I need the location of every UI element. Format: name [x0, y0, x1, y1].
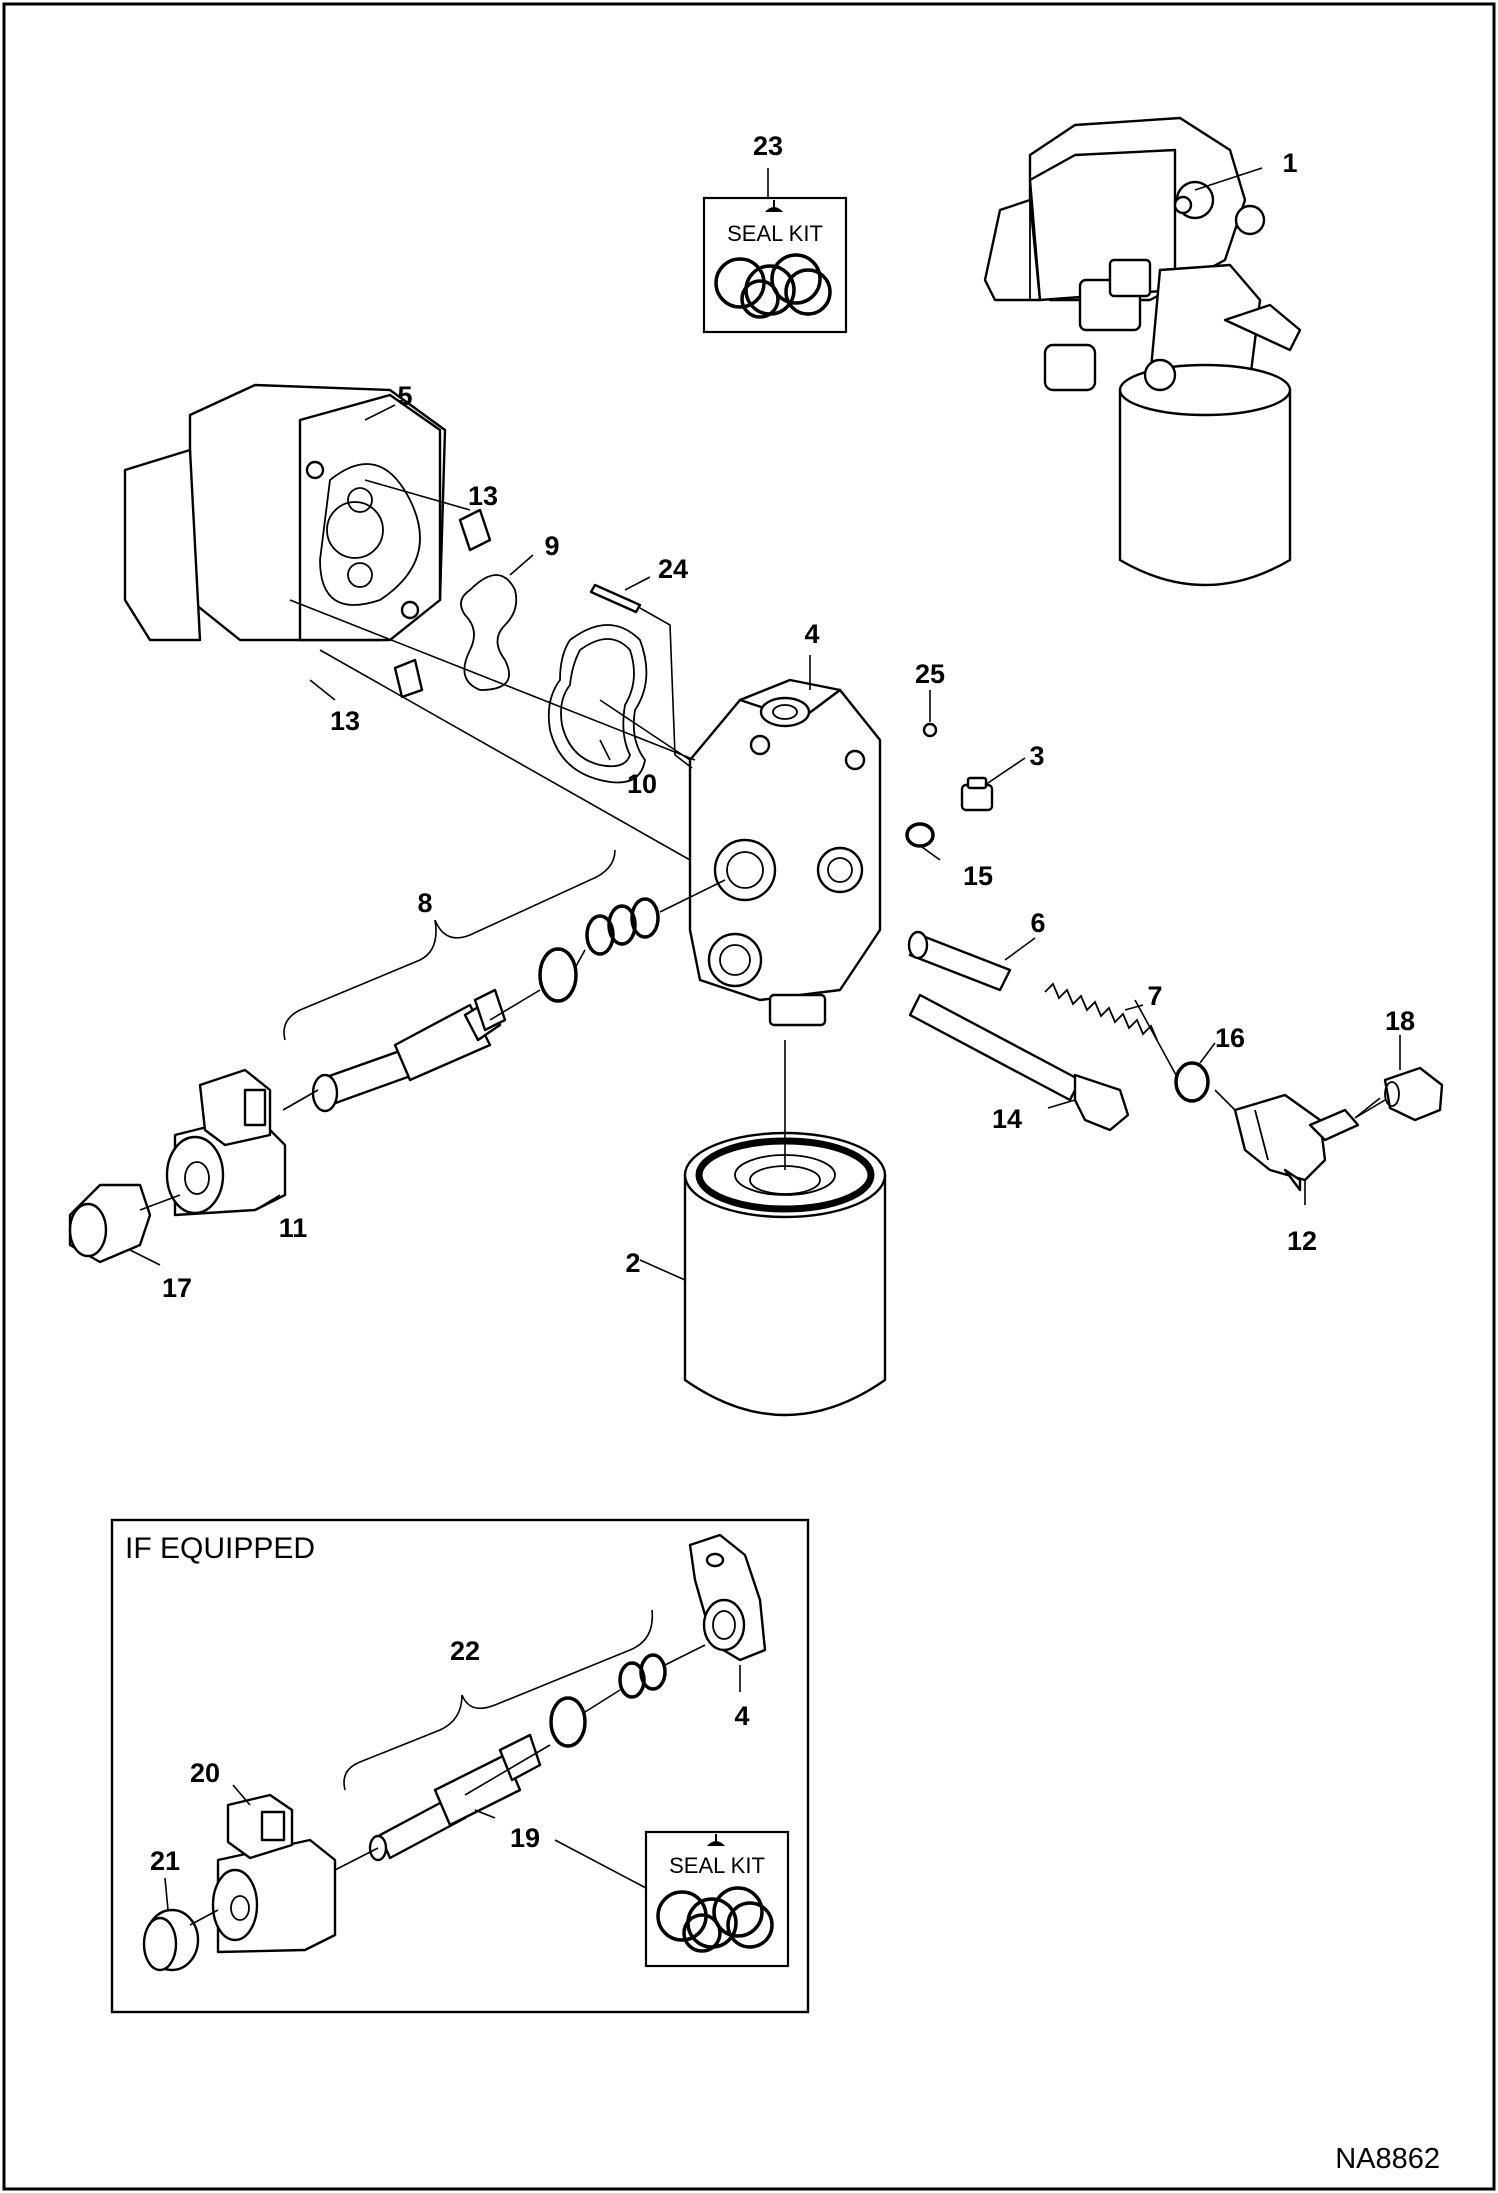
dowel-pin-13-lower	[393, 658, 424, 699]
callout-9: 9	[544, 531, 559, 561]
pump-section-5	[123, 383, 447, 642]
leader-lines	[129, 167, 1401, 1281]
gasket-10	[547, 624, 648, 784]
brace-8	[283, 849, 616, 1041]
callout-3: 3	[1029, 741, 1044, 771]
seal-kit-19: SEAL KIT	[644, 1830, 790, 1968]
nut-18	[1383, 1066, 1444, 1122]
callout-13-upper: 13	[468, 481, 498, 511]
coil-11	[165, 1068, 287, 1217]
callout-15: 15	[963, 861, 993, 891]
callout-4: 4	[804, 619, 819, 649]
valve-body-4-inset	[688, 1533, 767, 1662]
callout-16: 16	[1215, 1023, 1245, 1053]
ball-25	[922, 722, 938, 738]
knurled-nut-17	[68, 1183, 152, 1264]
cartridge-valve-8	[311, 897, 660, 1113]
spring-7	[1044, 982, 1158, 1041]
callout-19: 19	[510, 1823, 540, 1853]
figure-id: NA8862	[1335, 2143, 1440, 2175]
pin-24	[589, 583, 642, 614]
filter-2	[683, 1131, 887, 1417]
o-ring-15	[905, 822, 935, 848]
seal-kit-23: SEAL KIT	[702, 196, 848, 334]
brace-22	[343, 1609, 654, 1791]
callout-24: 24	[658, 554, 688, 584]
callout-17: 17	[162, 1273, 192, 1303]
inset-leader-lines	[164, 1644, 741, 1926]
callout-11: 11	[279, 1213, 308, 1243]
callout-5: 5	[397, 381, 412, 411]
o-ring-inset-1	[549, 1696, 587, 1748]
seal-kit-label-inset: SEAL KIT	[669, 1853, 765, 1878]
wear-plate-seal-9	[460, 574, 518, 691]
elbow-fitting-12	[1233, 1093, 1360, 1192]
callout-22: 22	[450, 1636, 480, 1666]
callout-1: 1	[1282, 148, 1297, 178]
valve-body-4	[688, 678, 882, 1027]
callout-13-lower: 13	[330, 706, 360, 736]
plug-3	[960, 776, 994, 812]
callout-18: 18	[1385, 1006, 1415, 1036]
callout-20: 20	[190, 1758, 220, 1788]
knurled-nut-21	[142, 1908, 200, 1972]
dowel-pin-13-upper	[458, 508, 492, 552]
sleeve-6	[907, 930, 1012, 992]
callout-4-inset: 4	[734, 1701, 749, 1731]
callout-8: 8	[417, 888, 432, 918]
callout-23: 23	[753, 131, 783, 161]
seal-kit-label: SEAL KIT	[727, 221, 823, 246]
inset-if-equipped: IF EQUIPPED	[110, 1518, 810, 2014]
callout-6: 6	[1030, 908, 1045, 938]
callout-7: 7	[1147, 981, 1162, 1011]
assembled-pump-1	[983, 116, 1302, 587]
bolt-14	[908, 993, 1130, 1132]
callout-14: 14	[992, 1104, 1022, 1134]
coil-20	[211, 1793, 337, 1954]
inset-title: IF EQUIPPED	[125, 1532, 315, 1565]
callout-2: 2	[625, 1248, 640, 1278]
callout-12: 12	[1287, 1226, 1317, 1256]
o-ring-16	[1174, 1061, 1210, 1103]
callout-25: 25	[915, 659, 945, 689]
callout-10: 10	[627, 769, 657, 799]
callout-21: 21	[150, 1846, 180, 1876]
o-ring-inset-3	[639, 1653, 667, 1691]
